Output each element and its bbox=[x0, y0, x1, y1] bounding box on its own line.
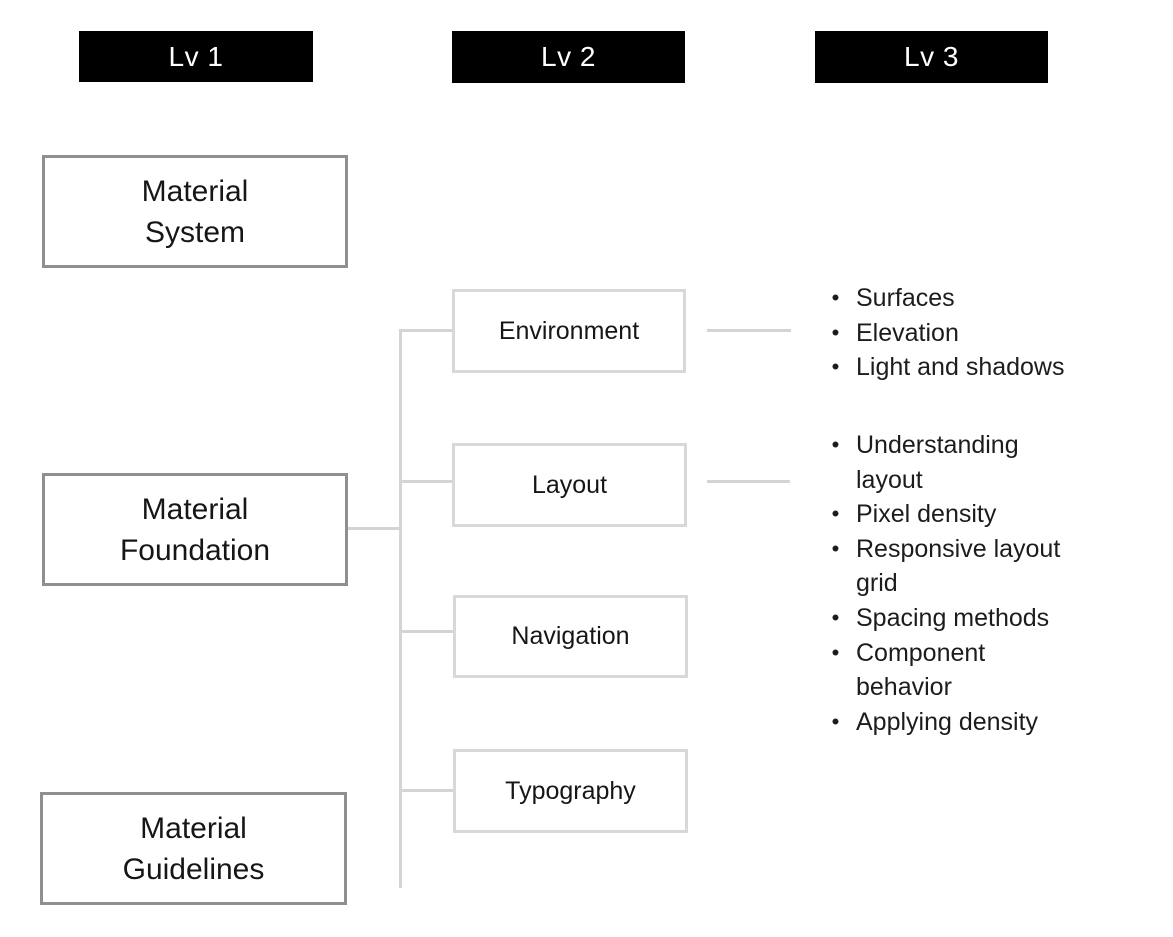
connector-spine bbox=[399, 329, 402, 888]
bullet-icon: • bbox=[831, 432, 840, 457]
list-item: • Pixel density bbox=[826, 497, 1071, 532]
list-item-label: Pixel density bbox=[856, 500, 997, 529]
column-header-lv1: Lv 1 bbox=[79, 31, 313, 82]
list-item-label: Light and shadows bbox=[856, 353, 1065, 382]
node-typography: Typography bbox=[453, 749, 688, 833]
column-header-lv2: Lv 2 bbox=[452, 31, 685, 83]
node-layout: Layout bbox=[452, 443, 687, 527]
list-item: • Component behavior bbox=[826, 636, 1071, 705]
bullet-icon: • bbox=[831, 535, 840, 561]
bullet-icon: • bbox=[831, 354, 840, 380]
list-item: • Responsive layout grid bbox=[826, 532, 1071, 601]
layout-topics-list: • Understanding layout • Pixel density •… bbox=[826, 428, 1071, 739]
list-item-label: Understanding layout bbox=[856, 431, 1019, 494]
node-material-system: Material System bbox=[42, 155, 348, 268]
list-item: • Elevation bbox=[826, 316, 1071, 351]
node-material-foundation: Material Foundation bbox=[42, 473, 348, 586]
list-item-label: Spacing methods bbox=[856, 603, 1050, 632]
connector-layout-right bbox=[707, 480, 790, 483]
connector-foundation bbox=[347, 527, 401, 530]
node-environment: Environment bbox=[452, 289, 686, 373]
connector-layout-left bbox=[399, 480, 452, 483]
bullet-icon: • bbox=[831, 501, 840, 527]
list-item-label: Elevation bbox=[856, 318, 959, 347]
column-header-lv3: Lv 3 bbox=[815, 31, 1048, 83]
list-item: • Understanding layout bbox=[826, 428, 1071, 497]
connector-navigation-left bbox=[399, 630, 453, 633]
list-item: • Light and shadows bbox=[826, 350, 1071, 385]
list-item-label: Responsive layout grid bbox=[856, 534, 1061, 598]
list-item-label: Surfaces bbox=[856, 284, 955, 312]
connector-environment-right bbox=[707, 329, 791, 332]
bullet-icon: • bbox=[831, 639, 840, 665]
list-item: • Applying density bbox=[826, 705, 1071, 740]
bullet-icon: • bbox=[831, 285, 840, 310]
connector-typography-left bbox=[399, 789, 453, 792]
node-navigation: Navigation bbox=[453, 595, 688, 678]
connector-environment-left bbox=[399, 329, 452, 332]
bullet-icon: • bbox=[831, 708, 840, 734]
node-material-guidelines: Material Guidelines bbox=[40, 792, 347, 905]
list-item-label: Applying density bbox=[856, 707, 1039, 736]
list-item-label: Component behavior bbox=[856, 638, 986, 702]
environment-topics-list: • Surfaces • Elevation • Light and shado… bbox=[826, 281, 1071, 385]
bullet-icon: • bbox=[831, 604, 840, 630]
list-item: • Spacing methods bbox=[826, 601, 1071, 636]
bullet-icon: • bbox=[831, 319, 840, 345]
list-item: • Surfaces bbox=[826, 281, 1071, 316]
